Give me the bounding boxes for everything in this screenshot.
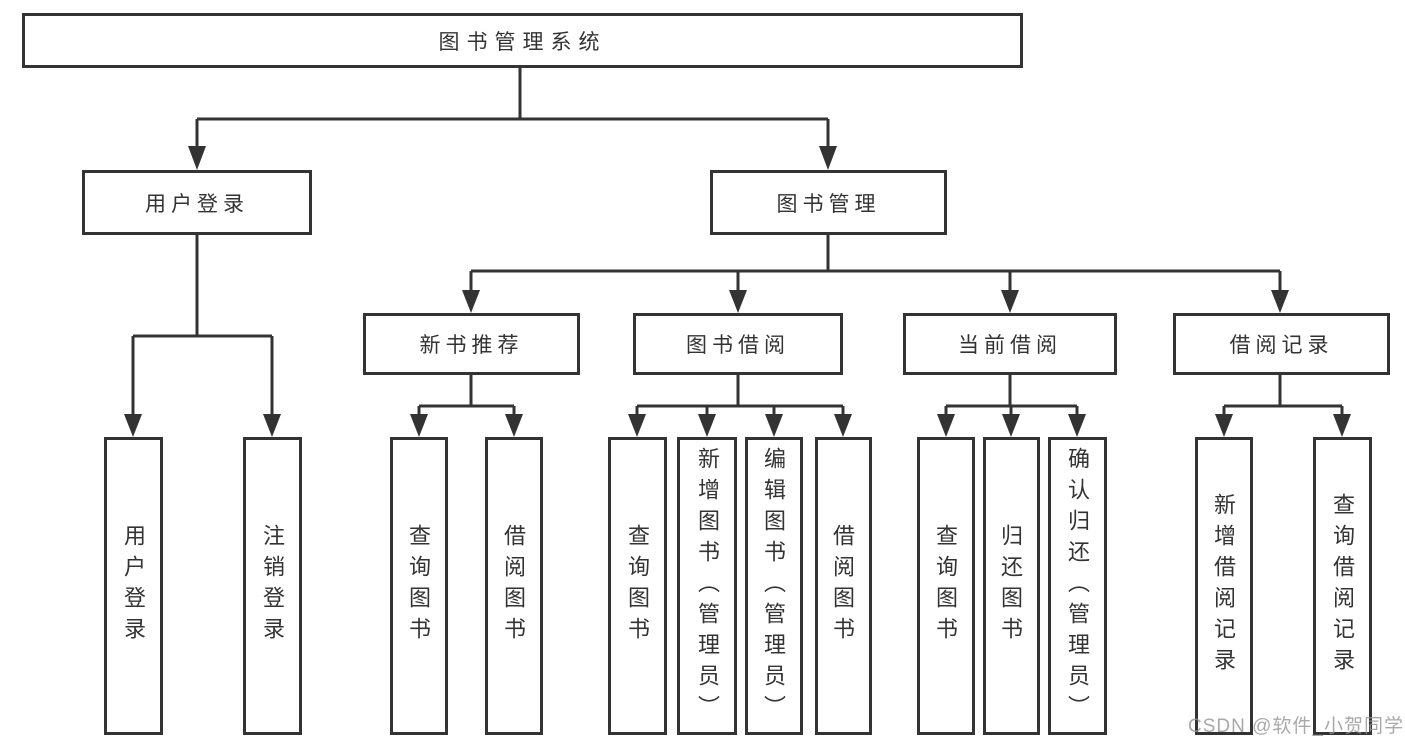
arrowheads (124, 146, 1351, 437)
arrow-down-icon (937, 414, 955, 437)
node-user-login: 用户登录 (82, 170, 312, 235)
node-book-borrow: 图书借阅 (633, 313, 843, 375)
leaf-confirm-return-admin: 确认归还（管理员） (1048, 437, 1107, 735)
leaf-query-borrow-record: 查询借阅记录 (1313, 437, 1372, 735)
connector-new-book-recommend-to-leaves (417, 375, 516, 418)
node-new-book-recommend: 新书推荐 (363, 313, 580, 375)
leaf-add-borrow-record: 新增借阅记录 (1195, 437, 1253, 735)
arrow-down-icon (1001, 290, 1019, 313)
arrow-down-icon (698, 414, 716, 437)
arrow-down-icon (462, 290, 480, 313)
leaf-borrow-books-recommend: 借阅图书 (485, 437, 543, 735)
arrow-down-icon (729, 290, 747, 313)
arrow-down-icon (124, 414, 142, 437)
connector-borrow-records-to-leaves (1222, 375, 1344, 418)
node-borrow-records: 借阅记录 (1173, 313, 1390, 375)
node-book-management: 图书管理 (710, 170, 947, 235)
leaf-logout: 注销登录 (243, 437, 302, 735)
arrow-down-icon (819, 146, 837, 170)
leaf-add-books-admin: 新增图书（管理员） (677, 437, 737, 735)
arrow-down-icon (834, 414, 852, 437)
connector-user-login-to-leaves (131, 235, 274, 418)
leaf-query-books-recommend: 查询图书 (390, 437, 448, 735)
arrow-down-icon (1271, 290, 1289, 313)
node-current-borrow: 当前借阅 (903, 313, 1117, 375)
leaf-query-books-borrow: 查询图书 (608, 437, 667, 735)
arrow-down-icon (263, 414, 281, 437)
arrow-down-icon (410, 414, 428, 437)
arrow-down-icon (765, 414, 783, 437)
leaf-user-login: 用户登录 (104, 437, 163, 735)
arrow-down-icon (1002, 414, 1020, 437)
arrow-down-icon (188, 146, 206, 170)
connector-book-management-to-level3 (469, 235, 1282, 294)
leaf-borrow-books: 借阅图书 (815, 437, 872, 735)
arrow-down-icon (1068, 414, 1086, 437)
csdn-watermark: CSDN @软件_小贺同学 (1188, 716, 1404, 737)
arrow-down-icon (628, 414, 646, 437)
connector-book-borrow-to-leaves (635, 375, 845, 418)
leaf-return-books: 归还图书 (983, 437, 1040, 735)
connector-current-borrow-to-leaves (944, 375, 1079, 418)
leaf-query-books-current: 查询图书 (917, 437, 975, 735)
arrow-down-icon (505, 414, 523, 437)
connector-root-to-level2 (195, 68, 830, 150)
arrow-down-icon (1215, 414, 1233, 437)
arrow-down-icon (1333, 414, 1351, 437)
leaf-edit-books-admin: 编辑图书（管理员） (745, 437, 803, 735)
node-library-management-system: 图书管理系统 (22, 13, 1023, 68)
